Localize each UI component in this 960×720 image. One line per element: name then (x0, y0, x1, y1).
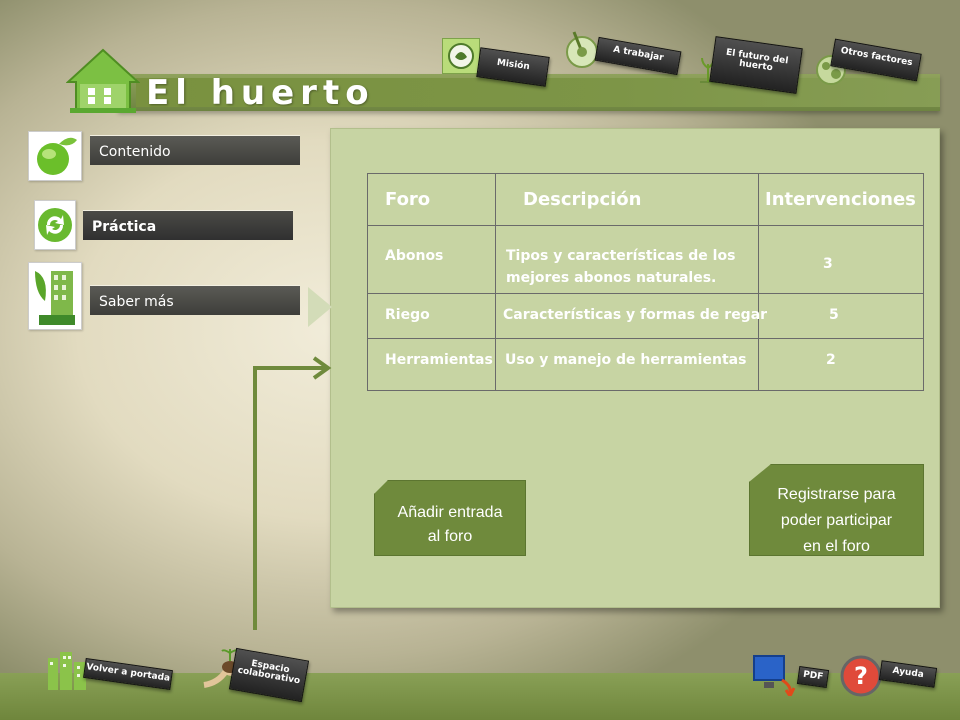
forum-table (367, 173, 924, 391)
register-label-3: en el foro (803, 538, 870, 555)
svg-text:?: ? (854, 662, 868, 690)
nav-otros-factores-label: Otros factores (839, 45, 914, 69)
menu-contenido-label: Contenido (99, 144, 171, 160)
page-title: El huerto (146, 73, 375, 113)
row-herramientas-count: 2 (826, 352, 836, 368)
table-divider (367, 225, 924, 226)
row-abonos-desc-1: Tipos y características de los (506, 248, 736, 264)
nav-a-trabajar[interactable]: A trabajar (594, 36, 682, 76)
table-divider (758, 173, 759, 391)
contenido-icon[interactable] (28, 131, 82, 181)
nav-a-trabajar-label: A trabajar (612, 44, 665, 64)
pdf-icon[interactable] (752, 654, 798, 699)
row-riego-foro[interactable]: Riego (385, 307, 430, 323)
add-entry-label-1: Añadir entrada (397, 504, 503, 521)
row-riego-count: 5 (829, 307, 839, 323)
pdf-label: PDF (802, 669, 824, 683)
menu-saber-mas[interactable]: Saber más (90, 285, 300, 315)
header-foro: Foro (385, 189, 431, 210)
row-herramientas-foro[interactable]: Herramientas (385, 352, 493, 368)
menu-contenido[interactable]: Contenido (90, 135, 300, 165)
nav-el-futuro-label: El futuro del huerto (725, 47, 789, 74)
register-label-1: Registrarse para (777, 486, 896, 503)
menu-practica-label: Práctica (92, 219, 157, 235)
table-divider (367, 293, 924, 294)
panel-pointer-icon (308, 287, 332, 327)
header-descripcion: Descripción (523, 189, 642, 210)
help-icon[interactable]: ? (840, 655, 882, 697)
nav-mision-label: Misión (496, 57, 531, 73)
row-abonos-count: 3 (823, 256, 833, 272)
volver-icon[interactable] (44, 648, 90, 692)
practica-icon[interactable] (34, 200, 76, 250)
saber-mas-icon[interactable] (28, 262, 82, 330)
table-divider (495, 173, 496, 391)
add-entry-button[interactable]: Añadir entrada al foro (374, 480, 526, 556)
ayuda-label: Ayuda (891, 665, 925, 681)
mision-icon[interactable] (442, 38, 480, 74)
register-button[interactable]: Registrarse para poder participar en el … (749, 464, 924, 556)
row-abonos-desc-2: mejores abonos naturales. (506, 270, 717, 286)
menu-practica[interactable]: Práctica (83, 210, 293, 240)
row-abonos-foro[interactable]: Abonos (385, 248, 444, 264)
header-intervenciones: Intervenciones (765, 189, 916, 210)
add-entry-label-2: al foro (427, 528, 473, 545)
home-icon[interactable] (66, 48, 140, 114)
register-label-2: poder participar (780, 512, 893, 529)
a-trabajar-icon[interactable] (562, 26, 602, 70)
table-divider (367, 338, 924, 339)
row-herramientas-desc: Uso y manejo de herramientas (505, 352, 747, 368)
menu-saber-mas-label: Saber más (99, 294, 174, 310)
row-riego-desc: Características y formas de regar (503, 307, 768, 323)
